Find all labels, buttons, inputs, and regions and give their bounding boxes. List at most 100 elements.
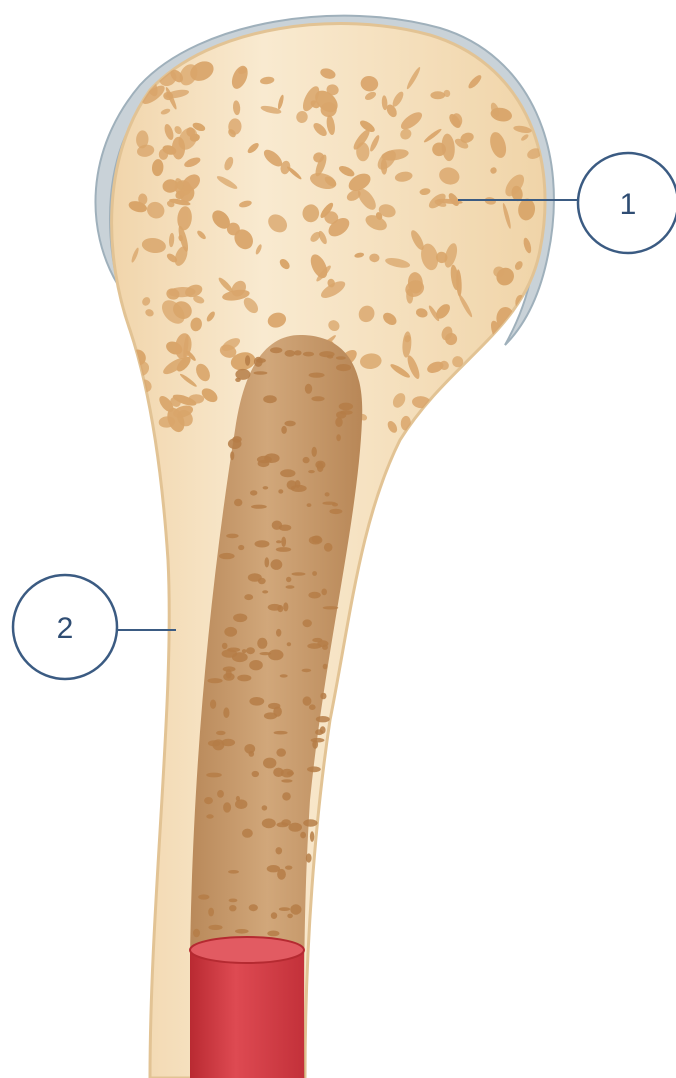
marrow-pore	[207, 678, 222, 683]
marrow-pore	[251, 505, 267, 509]
marrow-pore	[294, 350, 302, 355]
marrow-pore	[237, 675, 251, 682]
marrow-pore	[263, 486, 269, 489]
marrow-pore	[276, 629, 281, 637]
marrow-pore	[335, 417, 342, 427]
marrow-pore	[303, 352, 314, 357]
marrow-pore	[210, 700, 216, 709]
marrow-pore	[302, 669, 312, 673]
marrow-pore	[249, 751, 255, 757]
marrow-pore	[317, 640, 328, 647]
marrow-pore	[206, 773, 222, 778]
marrow-pore	[295, 480, 301, 488]
marrow-pore	[222, 643, 228, 649]
spongy-pore	[511, 361, 532, 387]
marrow-pore	[308, 470, 315, 473]
marrow-pore	[217, 790, 224, 798]
marrow-pore	[312, 447, 317, 457]
marrow-pore	[321, 589, 327, 596]
marrow-pore	[226, 534, 238, 539]
marrow-pore	[233, 614, 247, 623]
marrow-pore	[307, 766, 321, 772]
marrow-pore	[262, 590, 268, 593]
marrow-pore	[312, 571, 317, 576]
marrow-pore	[336, 411, 346, 418]
marrow-pore	[308, 592, 320, 599]
marrow-pore	[230, 451, 234, 460]
marrow-pore	[249, 697, 264, 706]
marrow-pore	[208, 925, 222, 930]
marrow-pore	[280, 674, 288, 677]
marrow-pore	[242, 649, 247, 653]
marrow-pore	[336, 356, 346, 359]
marrow-pore	[249, 904, 258, 911]
marrow-pore	[271, 912, 277, 919]
marrow-pore	[249, 660, 263, 670]
marrow-pore	[320, 726, 326, 733]
marrow-pore	[306, 853, 312, 862]
marrow-pore	[336, 434, 341, 441]
marrow-pore	[258, 460, 270, 467]
marrow-pore	[198, 894, 209, 899]
marrow-pore	[248, 573, 262, 582]
marrow-pore	[206, 814, 213, 818]
marrow-pore	[280, 469, 295, 477]
marrow-pore	[223, 707, 229, 718]
marrow-pore	[268, 604, 282, 611]
marrow-pore	[226, 669, 232, 678]
marrow-pore	[310, 831, 314, 842]
marrow-pore	[253, 371, 267, 374]
marrow-pore	[254, 357, 263, 367]
marrow-pore	[271, 559, 283, 570]
spongy-pore	[474, 394, 491, 418]
marrow-pore	[325, 492, 330, 496]
marrow-pore	[286, 585, 295, 589]
marrow-pore	[235, 929, 249, 934]
marrow-pore	[339, 403, 353, 411]
marrow-pore	[285, 866, 292, 870]
spongy-pore	[450, 435, 475, 455]
marrow-pore	[228, 438, 242, 449]
marrow-pore	[219, 553, 235, 559]
marrow-pore	[250, 490, 257, 495]
marrow-pore	[265, 557, 270, 567]
marrow-pore	[234, 499, 242, 507]
callout-1-label: 1	[620, 188, 637, 221]
marrow-pore	[278, 489, 283, 493]
marrow-pore	[257, 638, 267, 649]
marrow-pore	[263, 395, 277, 403]
marrow-pore	[193, 929, 200, 938]
spongy-pore	[479, 419, 501, 441]
spongy-pore	[504, 431, 515, 447]
marrow-pore	[263, 758, 276, 769]
spongy-pore	[495, 426, 511, 442]
marrow-pore	[283, 602, 288, 611]
spongy-pore	[463, 424, 479, 442]
marrow-pore	[229, 905, 236, 911]
marrow-pore	[315, 461, 325, 469]
marrow-pore	[311, 396, 324, 401]
marrow-pore	[281, 769, 294, 778]
marrow-pore	[279, 907, 290, 911]
marrow-pore	[245, 355, 250, 366]
spongy-pore	[516, 387, 530, 403]
spongy-pore	[438, 406, 462, 430]
marrow-pore	[284, 421, 295, 427]
marrow-pore	[281, 779, 292, 782]
marrow-pore	[309, 704, 316, 710]
spongy-pore	[437, 413, 454, 427]
marrow-pore	[276, 847, 283, 854]
spongy-pore	[127, 432, 146, 451]
marrow-pore	[208, 740, 221, 746]
spongy-pore	[475, 374, 483, 379]
marrow-pore	[305, 384, 312, 394]
marrow-pore	[255, 540, 270, 547]
marrow-pore	[281, 537, 286, 547]
marrow-pore	[223, 802, 231, 812]
marrow-pore	[252, 771, 259, 777]
marrow-pore	[267, 931, 279, 937]
marrow-pore	[285, 350, 296, 357]
marrow-pore	[276, 748, 286, 756]
marrow-pore	[290, 904, 301, 914]
